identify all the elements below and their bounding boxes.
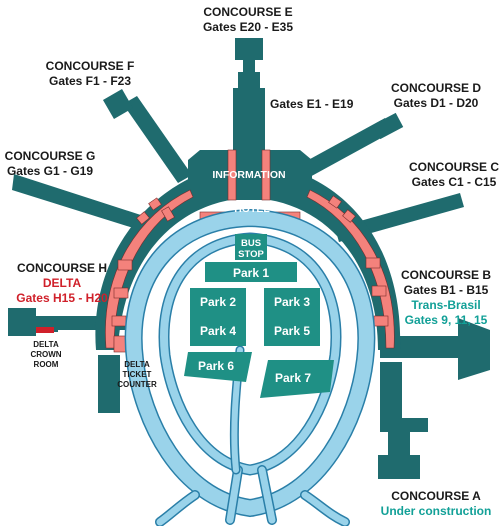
information-label: INFORMATION	[212, 169, 285, 181]
east-room-2	[371, 285, 387, 297]
park-4-lot	[190, 316, 246, 346]
delta-crown-label-2: CROWN	[30, 350, 61, 359]
park-3-lot	[264, 288, 320, 316]
concourse-e-gates: Gates E20 - E35	[203, 20, 293, 34]
delta-ticket-label-3: COUNTER	[117, 380, 157, 389]
delta-crown-label-3: ROOM	[34, 360, 59, 369]
nw-room-1	[148, 197, 162, 211]
interior-spaces	[105, 149, 395, 353]
south-ramp-1	[226, 466, 242, 524]
south-ramp-4	[301, 491, 349, 526]
park-2-label: Park 2	[200, 295, 236, 309]
concourse-a-name: CONCOURSE A	[391, 489, 481, 503]
information-corridor-right	[261, 149, 271, 201]
concourse-b-name: CONCOURSE B	[401, 268, 491, 282]
concourse-h-airline: DELTA	[43, 276, 82, 290]
concourse-c-name: CONCOURSE C	[409, 160, 499, 174]
concourse-a-connector	[380, 362, 402, 432]
hotel-label: HOTEL	[234, 203, 270, 215]
concourse-h-name: CONCOURSE H	[17, 261, 107, 275]
concourse-d-pier	[290, 118, 392, 184]
park-7-label: Park 7	[275, 371, 311, 385]
information-corridor-left	[227, 149, 237, 201]
concourse-b-gates: Gates B1 - B15	[404, 283, 489, 297]
roadways	[124, 208, 376, 526]
concourse-f-name: CONCOURSE F	[46, 59, 135, 73]
delta-crown-label-1: DELTA	[33, 340, 59, 349]
nw-room-2	[136, 211, 150, 225]
concourse-g-pier	[12, 174, 150, 232]
park-7-lot	[260, 360, 334, 398]
park-6-label: Park 6	[198, 359, 234, 373]
west-room-3	[111, 315, 127, 327]
east-room-1	[365, 257, 381, 269]
west-room-2	[113, 287, 129, 299]
concourse-a-status: Under construction	[381, 504, 492, 518]
concourse-d-head	[372, 112, 404, 140]
concourse-h-gates: Gates H15 - H20	[16, 291, 108, 305]
concourse-g-name: CONCOURSE G	[5, 149, 96, 163]
bus-stop-label-1: BUS	[241, 238, 261, 249]
west-lower-connector	[98, 355, 120, 413]
concourse-h-wing	[8, 308, 36, 336]
east-room-3	[373, 315, 389, 327]
concourse-b-pier	[380, 336, 470, 358]
inner-loop	[160, 233, 340, 475]
concourse-g-gates: Gates G1 - G19	[7, 164, 93, 178]
concourse-b-airline: Trans-Brasil	[411, 298, 480, 312]
delta-ticket-label-2: TICKET	[123, 370, 152, 379]
concourse-b-extra-gates: Gates 9, 11, 15	[405, 313, 488, 327]
park-1-lot	[205, 262, 297, 282]
south-ramp-3	[156, 491, 199, 526]
delta-crown-room-marker	[36, 327, 54, 333]
concourse-f-gates: Gates F1 - F23	[49, 74, 131, 88]
concourse-a-wing-left	[378, 455, 420, 479]
ne-room-2	[342, 209, 356, 223]
park-1-label: Park 1	[233, 266, 269, 280]
outer-loop	[126, 210, 374, 516]
concourse-f-pier	[123, 96, 192, 183]
concourse-e-head	[235, 38, 263, 60]
park-6-lot	[184, 352, 252, 382]
concourse-a-wing-top	[392, 418, 428, 432]
park-3-label: Park 3	[274, 295, 310, 309]
parking-lots	[184, 262, 334, 398]
concourse-c-gates: Gates C1 - C15	[412, 175, 497, 189]
concourse-b-head	[458, 318, 490, 380]
park-5-label: Park 5	[274, 324, 310, 338]
west-room-1	[117, 259, 133, 271]
information-block	[188, 150, 312, 200]
bus-stop-label-2: STOP	[238, 249, 264, 260]
bus-stop-block	[235, 234, 267, 260]
concourse-piers	[8, 38, 490, 479]
concourse-e-inner-gates: Gates E1 - E19	[270, 97, 354, 111]
concourse-d-name: CONCOURSE D	[391, 81, 481, 95]
concourse-f-head	[102, 88, 134, 120]
concourse-e-cap	[238, 72, 260, 90]
concourse-d-gates: Gates D1 - D20	[394, 96, 479, 110]
park-2-lot	[190, 288, 246, 316]
concourse-e-name: CONCOURSE E	[203, 5, 292, 19]
delta-ticket-counter	[113, 335, 127, 353]
park-4-label: Park 4	[200, 324, 236, 338]
ne-room-1	[328, 195, 342, 209]
south-ramp-2	[258, 466, 276, 524]
delta-ticket-label-1: DELTA	[124, 360, 150, 369]
park-5-lot	[264, 316, 320, 346]
nw-room-3	[161, 206, 175, 222]
